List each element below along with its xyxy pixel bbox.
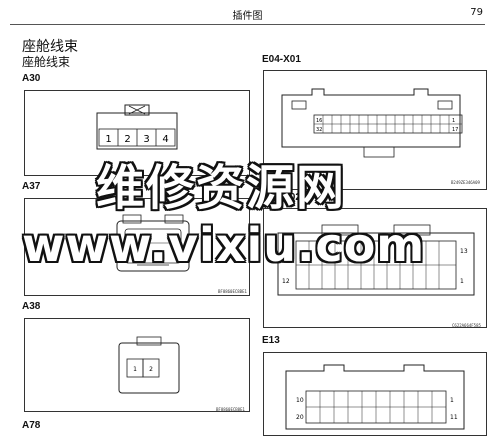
pin-label: 1 xyxy=(105,134,111,145)
connector-label-a78: A78 xyxy=(22,420,41,431)
header-title: 插件图 xyxy=(232,11,263,22)
pin-label: 20 xyxy=(296,414,304,421)
connector-label-a38: A38 xyxy=(22,301,41,312)
pin-label: 17 xyxy=(452,127,458,133)
connector-drawing-a30: 1 2 3 4 xyxy=(96,104,178,150)
connector-panel-a30: 1 2 3 4 xyxy=(24,90,250,176)
connector-drawing-e04-x02: 24 12 13 1 xyxy=(277,224,475,296)
connector-panel-e04-x01: 16 32 1 17 xyxy=(263,70,487,190)
pin-label: 4 xyxy=(162,134,168,145)
drawing-code-e04-x01: B249ZE346A09 xyxy=(451,180,480,185)
connector-label-e04-x02: E04-X02 xyxy=(262,192,301,203)
pin-label: 11 xyxy=(450,414,458,421)
pin-label: 10 xyxy=(296,397,304,404)
pin-label: 12 xyxy=(282,278,290,285)
watermark-url: www.vixiu.com xyxy=(22,218,426,272)
pin-label: 2 xyxy=(149,366,153,373)
connector-label-e13: E13 xyxy=(262,335,280,346)
watermark-chinese: 维修资源网 xyxy=(96,160,347,216)
pin-label: 1 xyxy=(450,397,454,404)
connector-drawing-a37 xyxy=(116,214,190,272)
section-subtitle: 座舱线束 xyxy=(22,55,71,69)
drawing-code-a30: A06891E1B8 xyxy=(200,168,225,173)
pin-label: 13 xyxy=(460,248,468,255)
pin-label: 1 xyxy=(452,118,455,124)
drawing-code-a38: BF8860ECB8E1 xyxy=(216,407,245,412)
connector-panel-e13: 10 1 20 11 xyxy=(263,352,487,436)
connector-drawing-e04-x01: 16 32 1 17 xyxy=(281,88,463,158)
connector-label-a37: A37 xyxy=(22,181,41,192)
pin-label: 3 xyxy=(143,134,149,145)
connector-drawing-e13: 10 1 20 11 xyxy=(285,364,465,430)
pin-label: 32 xyxy=(316,127,322,133)
pin-label: 2 xyxy=(124,134,130,145)
pin-label: 1 xyxy=(460,278,464,285)
pin-label: 16 xyxy=(316,118,322,124)
drawing-code-a37: BF8860EC8BE1 xyxy=(218,289,247,294)
connector-label-a30: A30 xyxy=(22,73,41,84)
connector-drawing-a38: 1 2 xyxy=(118,336,180,394)
section-title: 座舱线束 xyxy=(22,39,78,55)
header-divider xyxy=(10,24,485,25)
connector-panel-a38: 1 2 xyxy=(24,318,250,412)
connector-panel-a37 xyxy=(24,198,250,296)
pin-label: 24 xyxy=(282,248,290,255)
page-number: 79 xyxy=(470,7,483,18)
connector-label-e04-x01: E04-X01 xyxy=(262,54,301,65)
drawing-code-e04-x02: C622A664F585 xyxy=(452,323,481,328)
pin-label: 1 xyxy=(133,366,137,373)
connector-panel-e04-x02: 24 12 13 1 xyxy=(263,208,487,328)
